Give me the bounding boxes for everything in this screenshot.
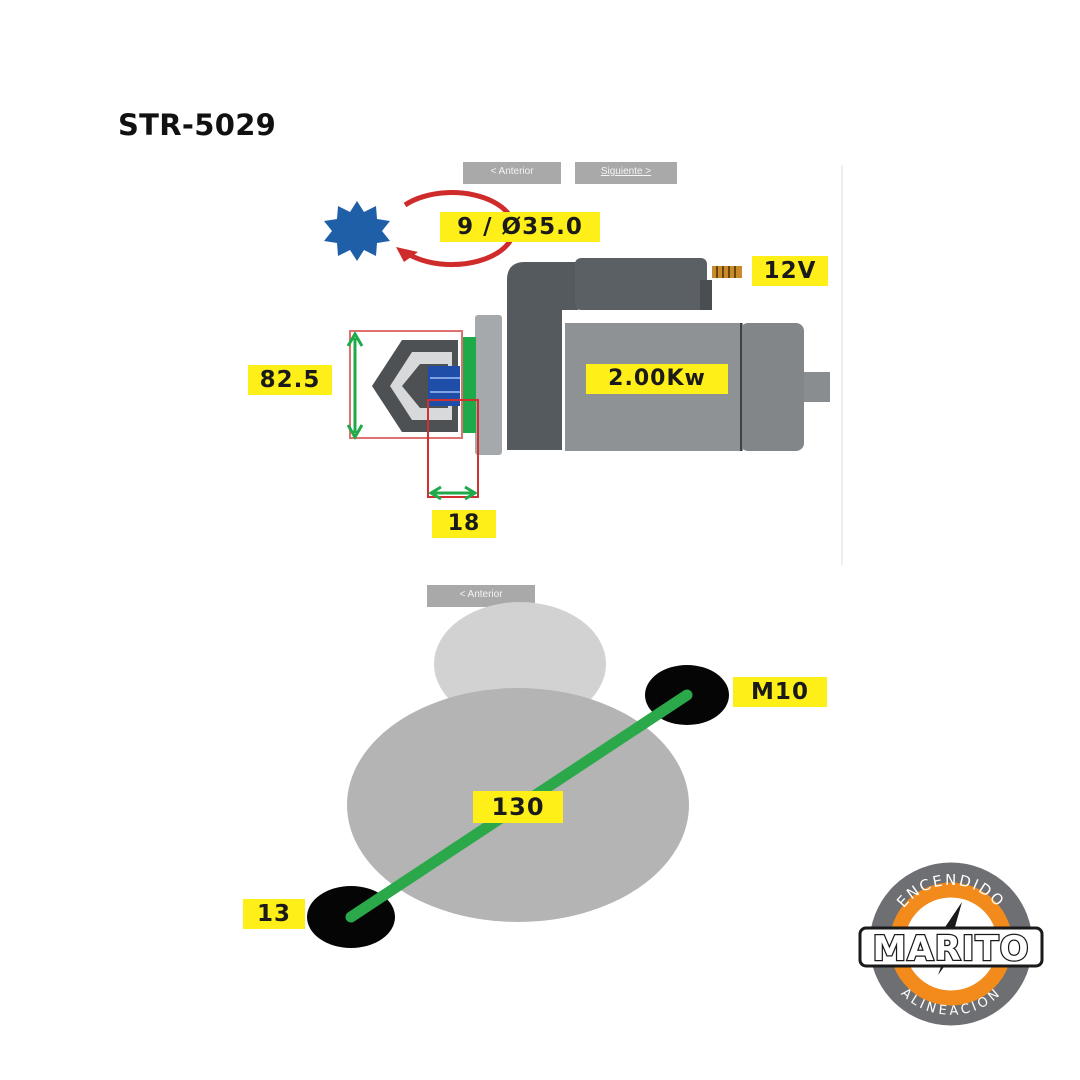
- starter-motor-illustration: [372, 258, 830, 455]
- logo-main-text: MARITO: [872, 929, 1029, 969]
- marito-logo: ENCENDIDO ALINEACION MARITO: [858, 862, 1044, 1026]
- hole-distance-label: 130: [473, 791, 563, 823]
- pinion-teeth-diameter-label: 9 / Ø35.0: [440, 212, 600, 242]
- prev-button[interactable]: < Anterior: [463, 162, 561, 184]
- mount-flange-illustration: [307, 602, 729, 948]
- voltage-label: 12V: [752, 256, 828, 286]
- hole-size-label: 13: [243, 899, 305, 929]
- pinion-offset-label: 18: [432, 510, 496, 538]
- next-button[interactable]: Siguiente >: [575, 162, 677, 184]
- bolt-size-label: M10: [733, 677, 827, 707]
- power-label: 2.00Kw: [586, 364, 728, 394]
- prev-button-bottom[interactable]: < Anterior: [427, 585, 535, 607]
- gear-icon: [324, 201, 390, 261]
- dimension-lines: [346, 331, 478, 501]
- dimension-frames: [349, 330, 479, 498]
- page-title: STR-5029: [118, 108, 277, 142]
- height-dimension-label: 82.5: [248, 365, 332, 395]
- terminal-icon: [712, 266, 742, 278]
